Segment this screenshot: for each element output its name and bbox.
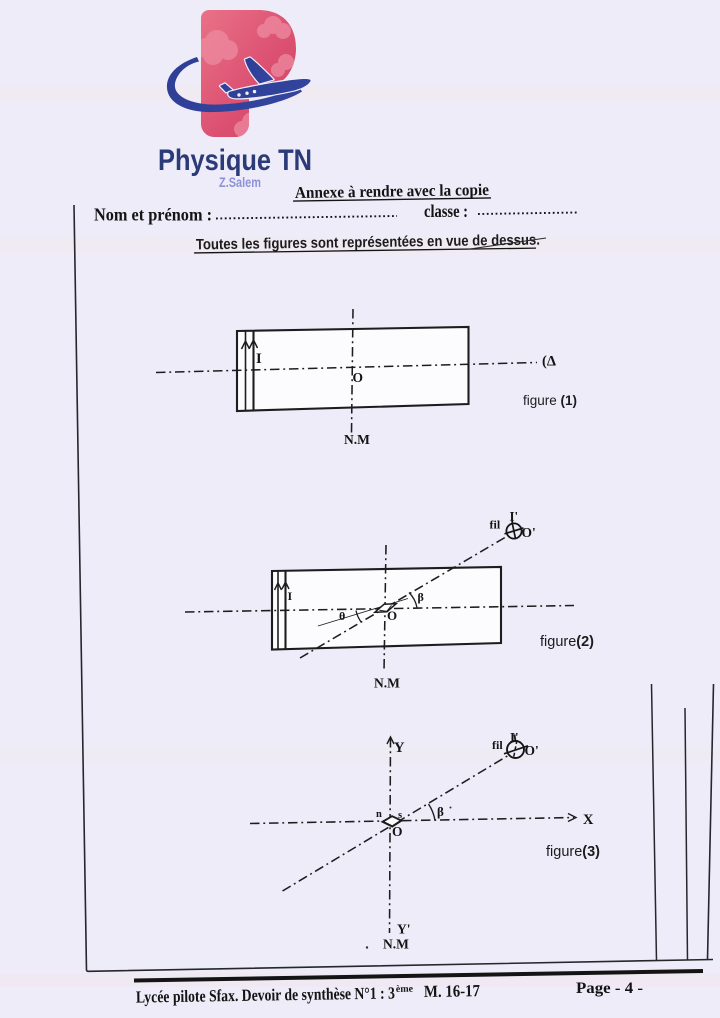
svg-text:I: I xyxy=(256,351,262,367)
svg-text:Y': Y' xyxy=(397,922,411,937)
svg-text:figure(3): figure(3) xyxy=(546,844,600,860)
svg-text:figure (1): figure (1) xyxy=(523,393,577,408)
svg-text:O: O xyxy=(353,370,364,385)
svg-text:figure(2): figure(2) xyxy=(540,634,594,650)
svg-text:Lycée pilote Sfax. Devoir de s: Lycée pilote Sfax. Devoir de synthèse N°… xyxy=(136,984,395,1007)
svg-text:Toutes les figures sont représ: Toutes les figures sont représentées en … xyxy=(196,232,540,254)
svg-text:N.M: N.M xyxy=(344,432,370,447)
svg-text:classe :: classe : xyxy=(424,201,468,221)
svg-text:Page - 4 -: Page - 4 - xyxy=(576,980,643,997)
svg-text:O: O xyxy=(387,608,397,623)
svg-text:s: s xyxy=(398,810,402,821)
svg-text:Nom et prénom :: Nom et prénom : xyxy=(94,205,212,225)
svg-text:fil: fil xyxy=(490,518,501,532)
svg-text:X: X xyxy=(583,812,594,828)
svg-text:(Δ: (Δ xyxy=(542,354,556,370)
svg-text:O': O' xyxy=(525,743,539,758)
svg-text:N.M: N.M xyxy=(374,676,400,691)
svg-text:n: n xyxy=(376,809,382,820)
svg-text:Physique TN: Physique TN xyxy=(158,144,312,177)
svg-text:I': I' xyxy=(510,509,519,524)
svg-text:I: I xyxy=(288,589,293,603)
svg-text:β: β xyxy=(418,590,424,604)
svg-text:ème: ème xyxy=(396,984,414,995)
svg-text:Z.Salem: Z.Salem xyxy=(219,175,261,190)
svg-text:N.M: N.M xyxy=(383,937,409,952)
svg-text:β: β xyxy=(437,804,444,819)
svg-text:I': I' xyxy=(510,730,519,745)
svg-text:O: O xyxy=(392,824,403,839)
svg-text:O': O' xyxy=(522,525,536,540)
svg-text:Annexe à rendre avec la copie: Annexe à rendre avec la copie xyxy=(295,180,489,202)
svg-text:Y: Y xyxy=(394,740,405,756)
svg-text:θ: θ xyxy=(339,609,345,623)
svg-text:fil: fil xyxy=(492,738,503,752)
svg-text:M. 16-17: M. 16-17 xyxy=(424,981,481,1001)
